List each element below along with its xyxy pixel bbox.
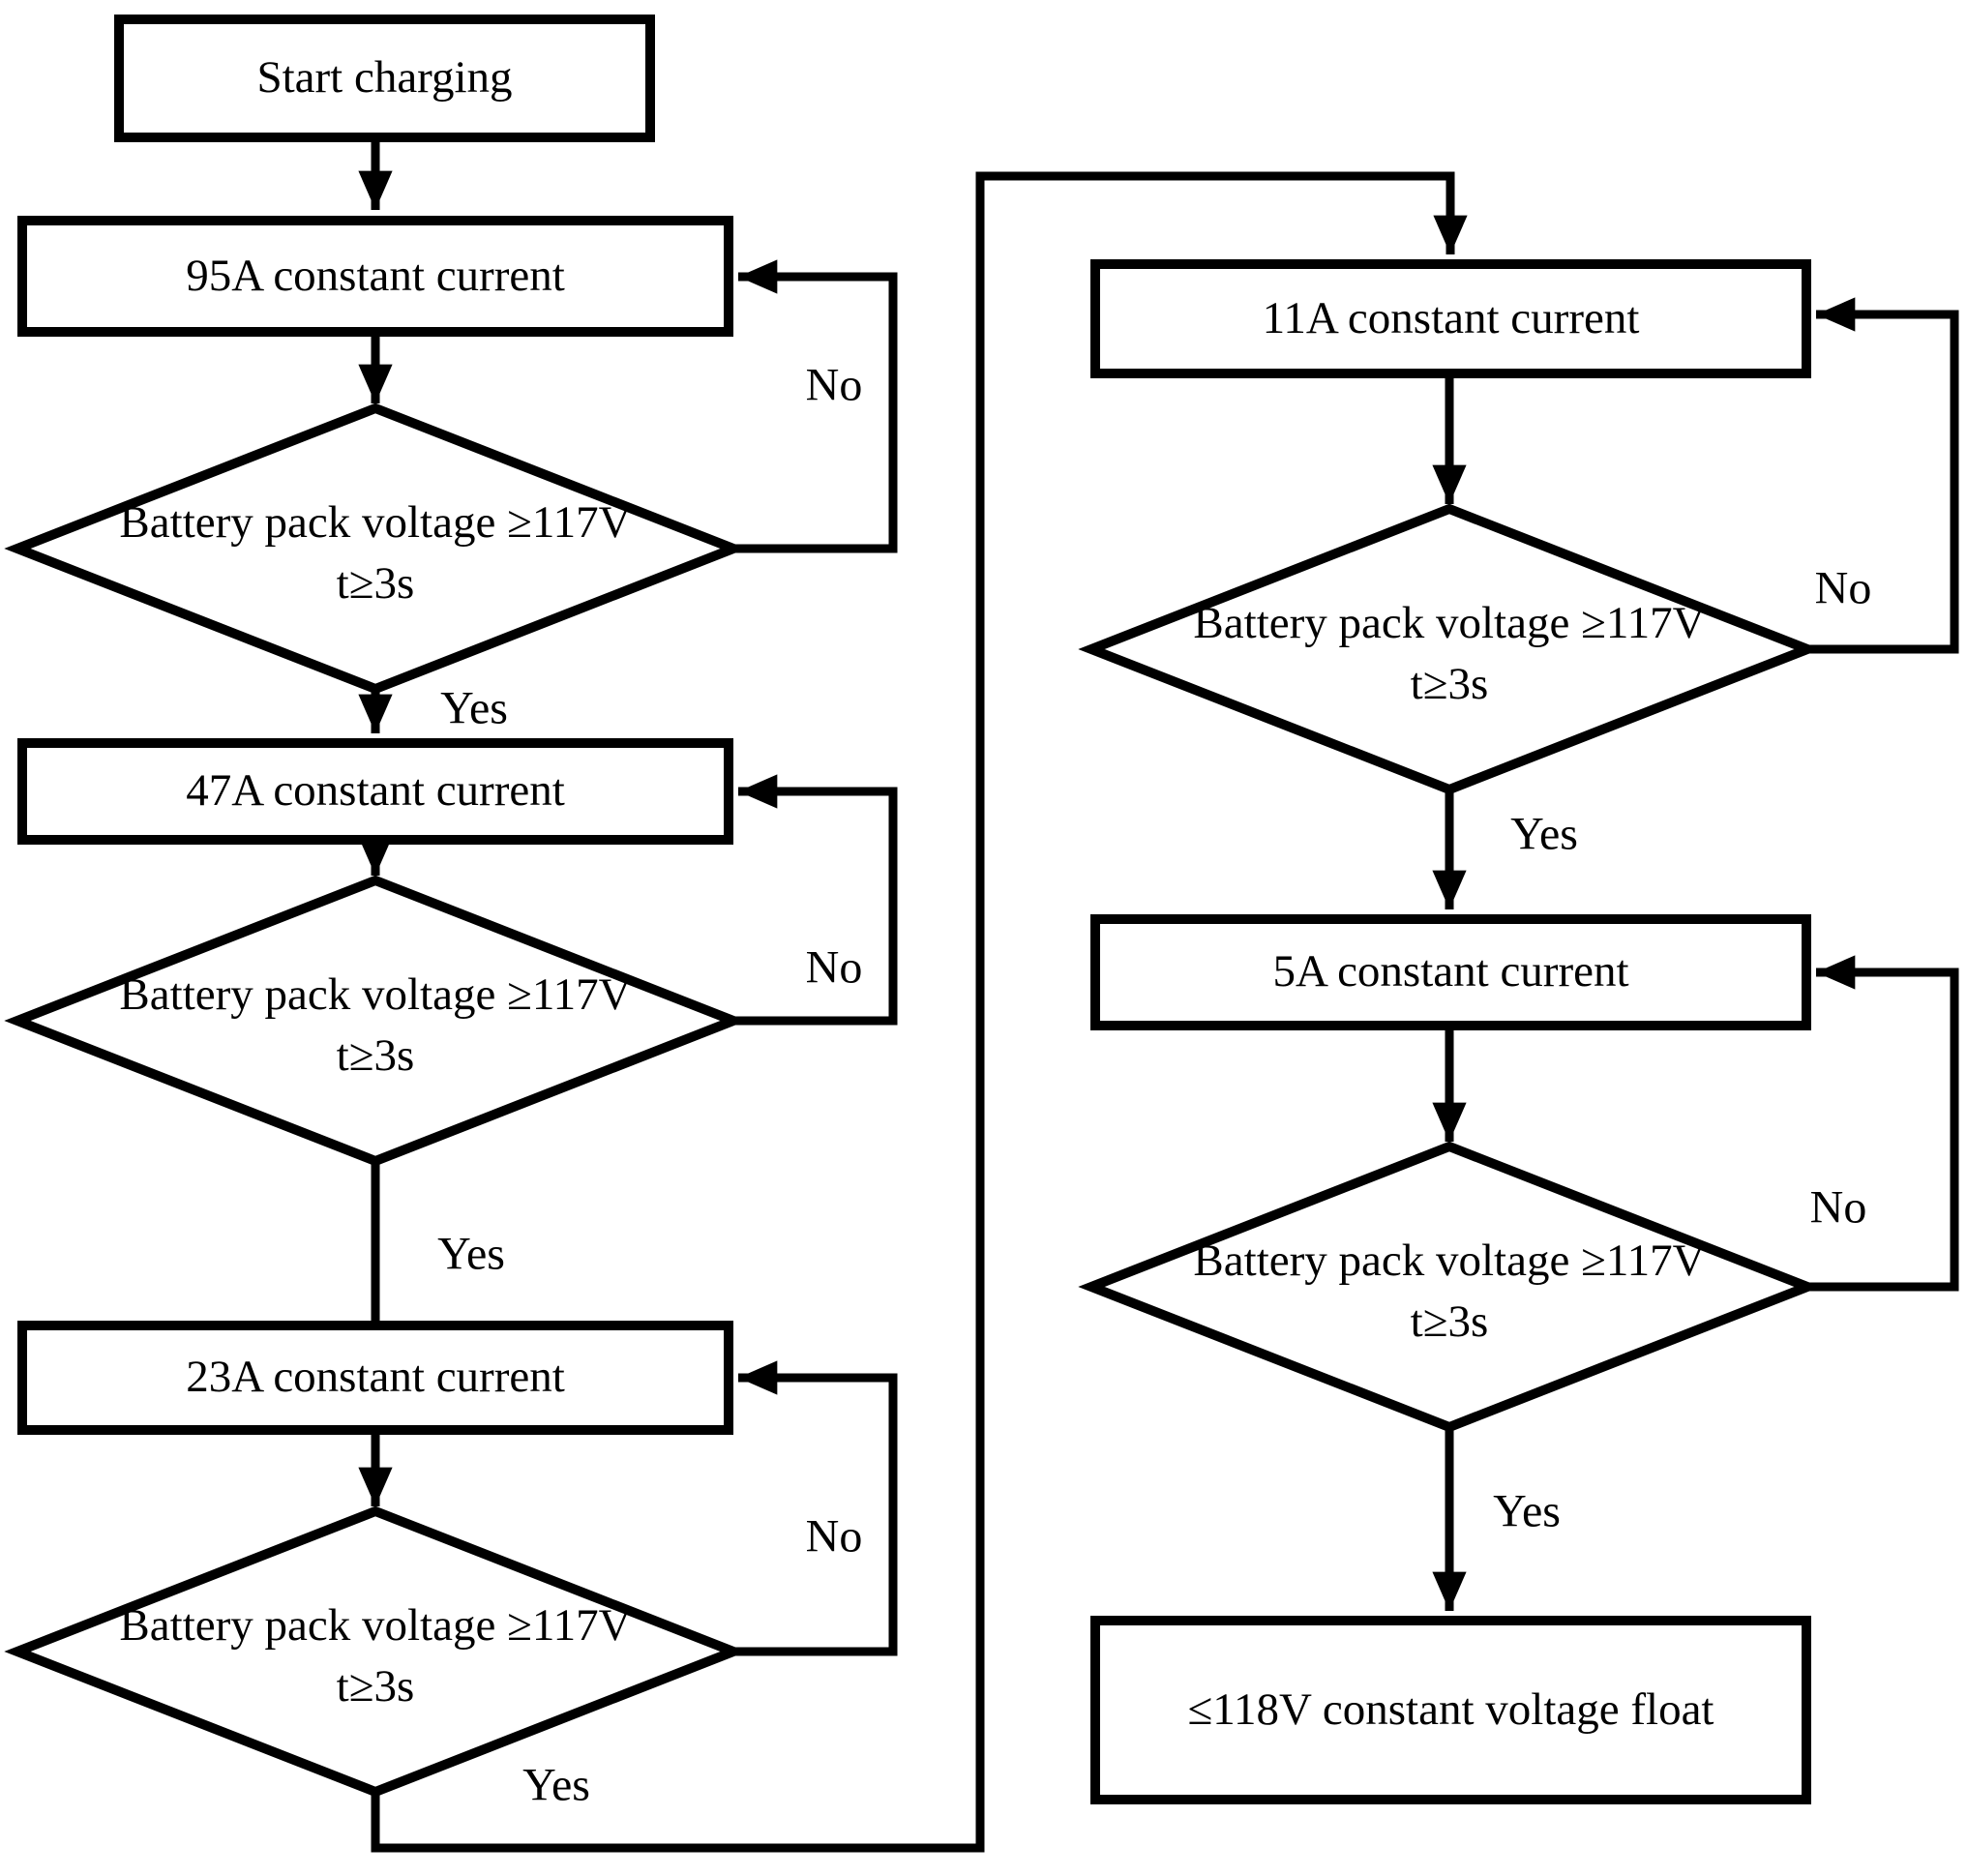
process-box-11a-constant-current: 11A constant current: [1090, 259, 1811, 378]
edge-decision1-no-loop: [733, 259, 898, 553]
process-box-95a-constant-current: 95A constant current: [17, 216, 733, 337]
edge-decision2-no-loop: [733, 774, 898, 1026]
process-box-start-charging: Start charging: [114, 15, 655, 142]
edge-label-yes-4: Yes: [1510, 808, 1578, 860]
process-box-5a-constant-current: 5A constant current: [1090, 914, 1811, 1030]
edge-label-no-2: No: [805, 941, 863, 994]
edge-decision5-no-loop: [1807, 955, 1959, 1292]
process-box-23a-constant-current: 23A constant current: [17, 1321, 733, 1435]
edge-decision3-yes-to-11a: [371, 171, 1468, 1853]
process-box-47a-constant-current: 47A constant current: [17, 738, 733, 845]
edge-label-no-4: No: [1814, 562, 1872, 614]
edge-label-yes-1: Yes: [440, 682, 508, 734]
edge-label-no-3: No: [805, 1510, 863, 1563]
edge-label-no-5: No: [1809, 1181, 1867, 1234]
decision-diamond-2: [4, 875, 747, 1167]
edge-label-yes-5: Yes: [1493, 1485, 1561, 1537]
decision-diamond-1: [4, 402, 747, 695]
edge-label-no-1: No: [805, 359, 863, 411]
decision-diamond-4: [1078, 503, 1821, 795]
edge-decision3-no-loop: [733, 1360, 898, 1656]
edge-decision4-no-loop: [1807, 297, 1959, 654]
decision-diamond-3: [4, 1505, 747, 1798]
decision-diamond-5: [1078, 1141, 1821, 1433]
process-box-constant-voltage-float: ≤118V constant voltage float: [1090, 1616, 1811, 1804]
edge-label-yes-2: Yes: [437, 1228, 505, 1280]
edge-label-yes-3: Yes: [522, 1759, 590, 1811]
